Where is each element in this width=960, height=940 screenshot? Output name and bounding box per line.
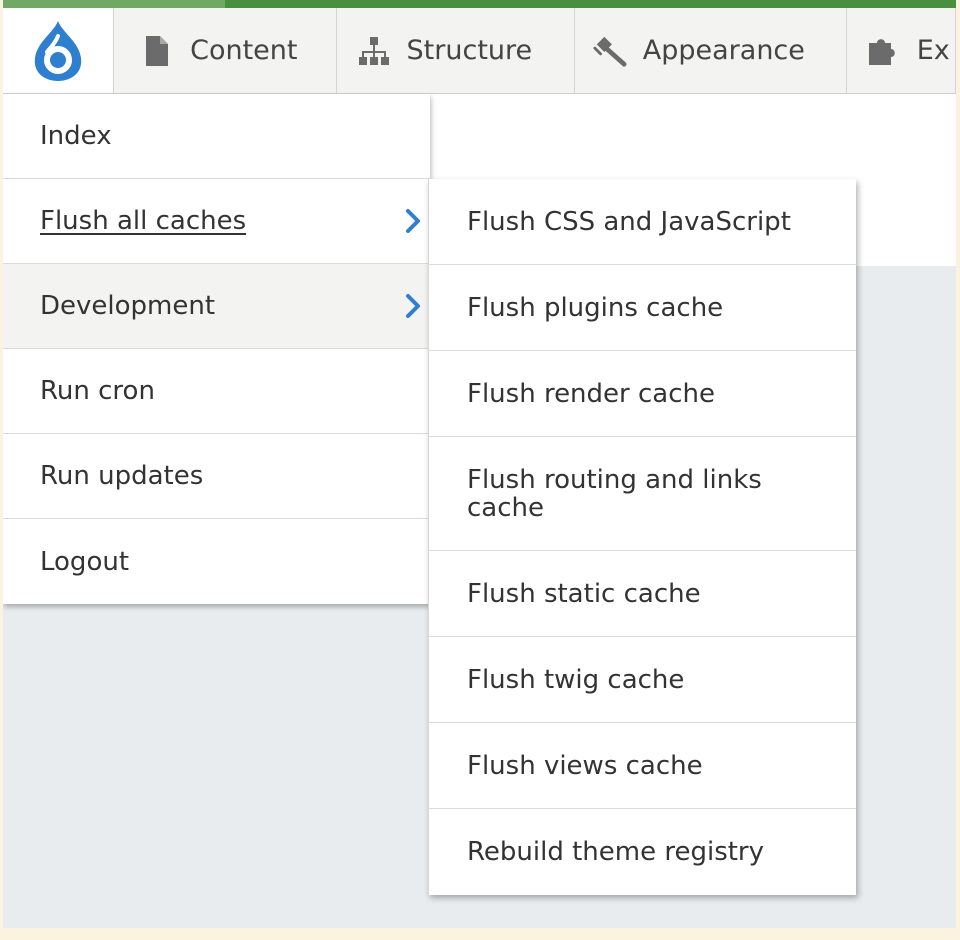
submenu-item-flush-twig[interactable]: Flush twig cache: [429, 637, 856, 723]
paint-tools-icon: [593, 34, 627, 68]
toolbar-structure-label: Structure: [406, 35, 533, 66]
menu-item-run-updates[interactable]: Run updates: [3, 434, 430, 519]
submenu-item-label: Flush CSS and JavaScript: [467, 206, 791, 237]
submenu-item-label: Flush static cache: [467, 578, 701, 609]
menu-item-label: Logout: [40, 546, 130, 577]
menu-item-development[interactable]: Development: [3, 264, 430, 349]
submenu-item-rebuild-theme[interactable]: Rebuild theme registry: [429, 809, 856, 895]
submenu-item-flush-render[interactable]: Flush render cache: [429, 351, 856, 437]
puzzle-piece-icon: [867, 34, 901, 68]
devel-menu: Index Flush all caches Development Run c…: [3, 94, 430, 604]
toolbar-extend[interactable]: Ex: [847, 8, 956, 93]
chevron-right-icon: [406, 294, 420, 318]
toolbar-content-label: Content: [190, 35, 298, 66]
drupal-drop-icon: [34, 20, 82, 81]
toolbar-appearance-label: Appearance: [642, 35, 805, 66]
menu-item-label: Flush all caches: [40, 206, 247, 236]
admin-toolbar: Content Structure: [3, 8, 956, 94]
menu-item-label: Run updates: [40, 461, 204, 491]
submenu-item-label: Flush routing and links cache: [467, 464, 762, 523]
menu-item-flush-all-caches[interactable]: Flush all caches: [3, 179, 430, 264]
top-accent-bar: [3, 0, 956, 8]
drupal-home-button[interactable]: [3, 8, 115, 93]
admin-frame: Content Structure: [3, 0, 956, 928]
toolbar-extend-label: Ex: [916, 35, 950, 66]
submenu-item-label: Flush render cache: [467, 378, 715, 409]
document-icon: [140, 34, 174, 68]
submenu-item-flush-css-js[interactable]: Flush CSS and JavaScript: [429, 179, 856, 265]
submenu-item-label: Flush twig cache: [467, 664, 685, 695]
menu-item-label: Run cron: [40, 376, 155, 406]
menu-item-label: Development: [40, 291, 216, 321]
toolbar-appearance[interactable]: Appearance: [575, 8, 847, 93]
flush-caches-submenu: Flush CSS and JavaScript Flush plugins c…: [428, 179, 856, 895]
sitemap-icon: [357, 34, 391, 68]
submenu-item-flush-static[interactable]: Flush static cache: [429, 551, 856, 637]
submenu-item-label: Rebuild theme registry: [467, 837, 765, 867]
menu-item-index[interactable]: Index: [3, 94, 430, 179]
submenu-item-flush-routing[interactable]: Flush routing and links cache: [429, 437, 856, 551]
menu-item-run-cron[interactable]: Run cron: [3, 349, 430, 434]
toolbar-structure[interactable]: Structure: [337, 8, 575, 93]
submenu-item-flush-plugins[interactable]: Flush plugins cache: [429, 265, 856, 351]
menu-item-logout[interactable]: Logout: [3, 519, 430, 604]
chevron-right-icon: [406, 209, 420, 233]
submenu-item-label: Flush plugins cache: [467, 292, 724, 323]
toolbar-content[interactable]: Content: [114, 8, 337, 93]
submenu-item-flush-views[interactable]: Flush views cache: [429, 723, 856, 809]
submenu-item-label: Flush views cache: [467, 750, 703, 781]
menu-item-label: Index: [40, 121, 112, 151]
